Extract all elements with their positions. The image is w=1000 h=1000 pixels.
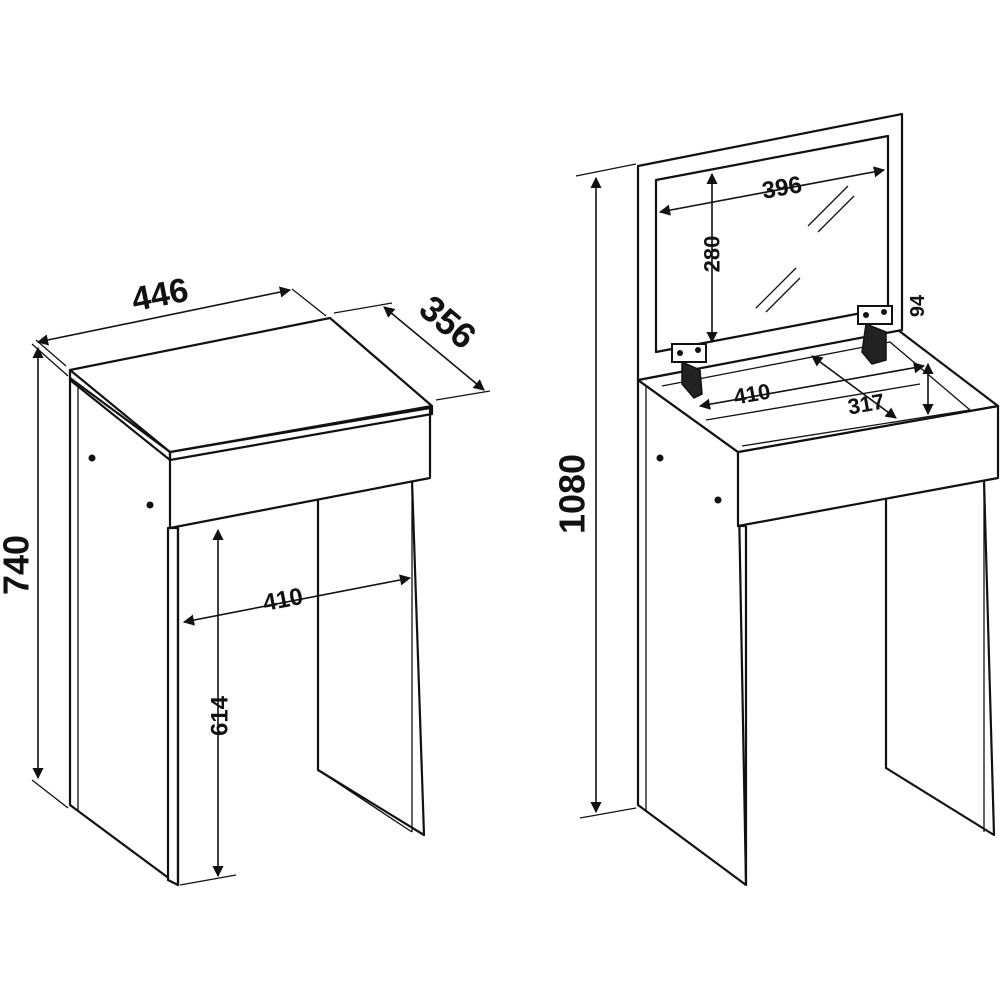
screw-hole xyxy=(714,496,722,504)
inner-height-dimension: 614 xyxy=(179,528,237,886)
width-dimension: 446 xyxy=(35,271,327,367)
total-height-label: 1080 xyxy=(552,454,593,534)
front-left-leg xyxy=(166,526,180,887)
hinge-offset-dimension: 94 xyxy=(907,294,934,416)
depth-label: 356 xyxy=(412,287,484,357)
screw-hole xyxy=(656,454,664,462)
screw-hole xyxy=(88,454,96,462)
mirror-height-label: 280 xyxy=(700,236,725,273)
hinge-offset-label: 94 xyxy=(907,294,929,317)
screw-hole xyxy=(146,501,154,509)
total-height-dimension: 1080 xyxy=(552,163,637,819)
open-table-view: 1080 396 280 94 410 317 xyxy=(552,112,1000,887)
height-dimension: 740 xyxy=(0,343,69,809)
inner-width-label: 410 xyxy=(261,583,305,617)
right-leg-panel xyxy=(884,478,996,837)
mirror-height-dimension: 280 xyxy=(700,172,725,344)
left-side-panel xyxy=(636,378,748,887)
closed-table-view: 446 356 740 410 614 xyxy=(0,271,491,887)
right-leg-panel xyxy=(316,478,426,837)
hinge-left xyxy=(671,343,707,399)
hinge-right xyxy=(857,305,893,365)
inner-height-label: 614 xyxy=(207,695,234,736)
height-label: 740 xyxy=(0,535,37,595)
